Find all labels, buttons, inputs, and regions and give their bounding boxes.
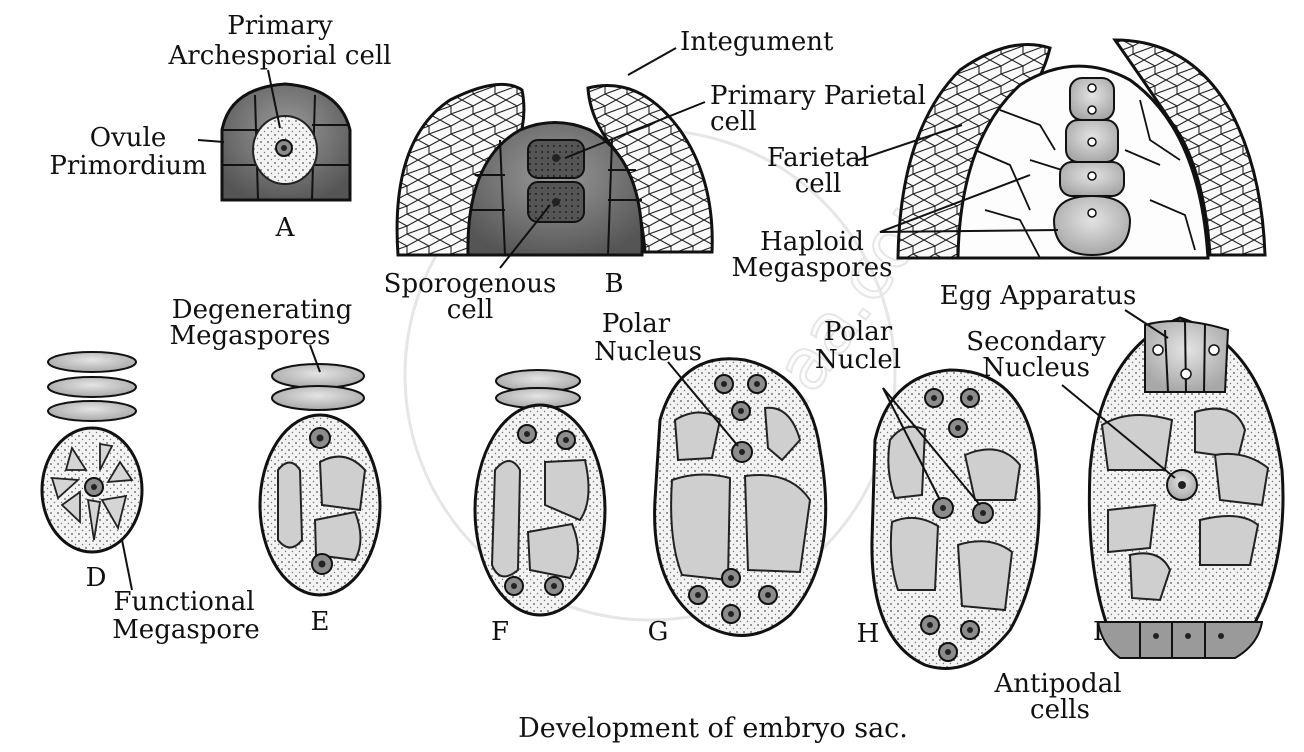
label-antipodal-1: Antipodal [993,669,1121,699]
label-polar-nuclei-1: Polar [824,317,893,347]
leader-parietal [857,124,963,161]
stage-label-e: E [311,607,330,637]
label-haploid-1: Haploid [760,227,864,257]
leader-primary-parietal [564,101,706,159]
label-parietal-1: Farietal [767,143,869,173]
label-functional-2: Megaspore [112,615,260,645]
leader-haploid-2 [879,174,1031,233]
label-ovule-1: Ovule [90,123,166,153]
leader-polar-nucleus [667,361,739,447]
leader-secondary [1061,384,1176,479]
label-primary-archesporial-2: Archesporial cell [168,41,392,71]
leader-functional [121,539,133,591]
label-primary-archesporial-1: Primary [227,11,333,41]
stage-c-figure [896,38,1267,260]
label-secondary-1: Secondary [966,327,1106,357]
leader-polar-nuclei-1 [882,387,941,501]
leader-sporogenous [499,204,551,269]
stage-label-g: G [648,617,669,647]
stage-label-i: I [1093,617,1103,647]
stage-label-b: B [604,269,623,299]
stage-a-figure [220,82,352,202]
label-integument: Integument [680,27,834,57]
label-polar-nucleus-2: Nucleus [594,337,702,367]
label-parietal-2: cell [795,169,842,199]
label-polar-nucleus-1: Polar [602,309,671,339]
label-secondary-2: Nucleus [982,353,1090,383]
label-sporogenous-2: cell [447,295,494,325]
label-degenerating-1: Degenerating [172,295,352,325]
figure-caption: Development of embryo sac. [518,713,908,744]
stage-b-figure [395,82,714,257]
stage-label-d: D [86,563,107,593]
stage-label-f: F [491,617,509,647]
leader-integument [627,47,677,76]
label-primary-parietal-1: Primary Parietal [710,81,926,111]
leader-egg-apparatus [1124,309,1169,339]
label-polar-nuclei-2: Nuclel [815,345,901,375]
label-haploid-2: Megaspores [732,253,893,283]
leader-ovule [197,139,225,143]
label-egg-apparatus: Egg Apparatus [940,281,1137,311]
stage-h-figure [870,368,1041,670]
label-functional-1: Functional [113,587,254,617]
leader-archesporial [267,69,281,129]
stage-i-figure [1087,316,1285,659]
label-degenerating-2: Megaspores [170,321,331,351]
label-ovule-2: Primordium [49,151,206,181]
stage-e-figure [258,363,382,597]
label-antipodal-2: cells [1030,695,1090,725]
leader-degenerating [309,344,321,373]
stage-label-a: A [275,213,296,243]
stage-label-h: H [857,619,880,649]
stage-g-figure [653,357,828,637]
label-sporogenous-1: Sporogenous [384,269,557,299]
leader-haploid-1 [879,229,1059,233]
stage-d-figure [40,351,144,554]
leader-polar-nuclei-2 [882,387,981,506]
stage-f-figure [473,369,607,617]
label-primary-parietal-2: cell [710,107,757,137]
